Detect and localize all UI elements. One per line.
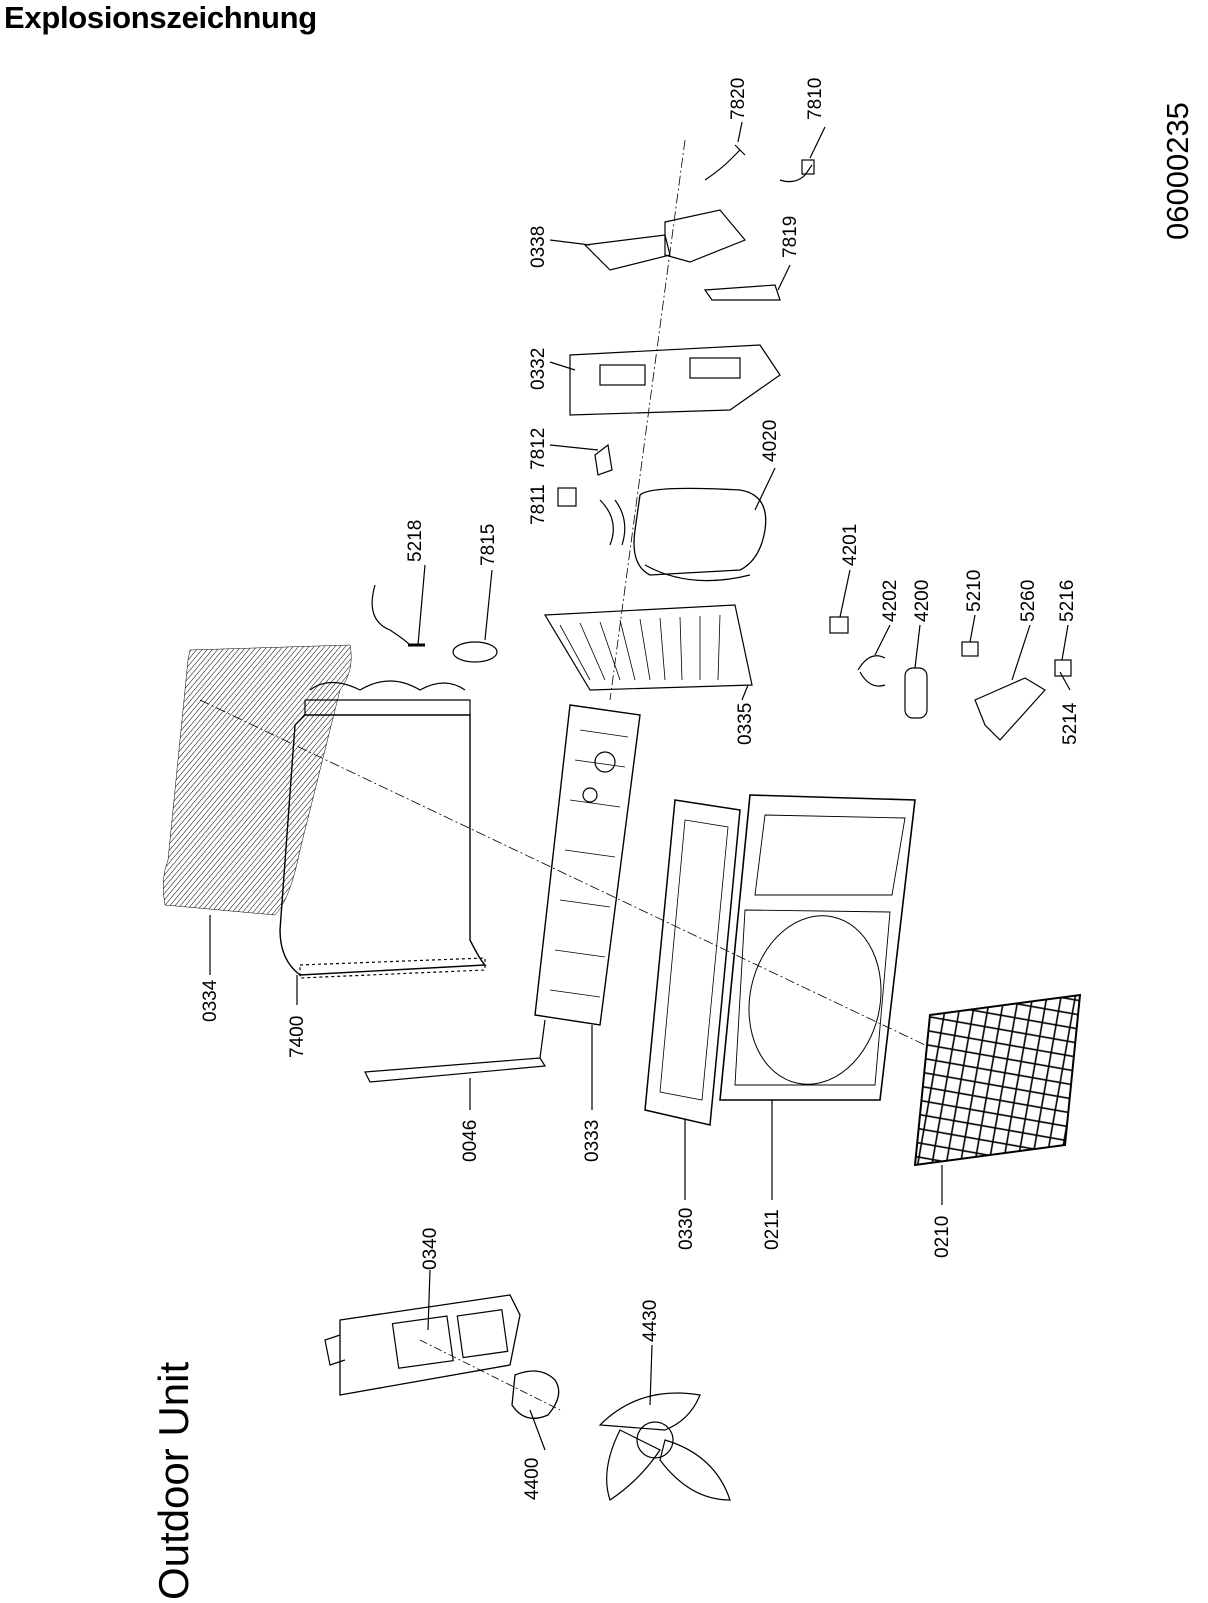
callout-4400: 4400: [522, 1457, 543, 1500]
leader-5214: [1059, 671, 1071, 691]
callout-7811: 7811: [528, 484, 549, 525]
valve-7812-shape: [594, 443, 613, 476]
center-axis-fan: [419, 1339, 561, 1411]
callout-5210: 5210: [964, 569, 985, 612]
callout-4200: 4200: [912, 579, 933, 622]
callout-4020: 4020: [760, 419, 781, 462]
motor-bracket-shape: [339, 1294, 521, 1396]
compressor-shape: [633, 487, 767, 576]
callout-0046: 0046: [460, 1119, 481, 1162]
leader-4400: [529, 1409, 546, 1451]
leader-0340: [427, 1269, 431, 1331]
base-pan-shape: [534, 704, 641, 1026]
capacitor-4200-shape: [904, 667, 928, 719]
callout-0210: 0210: [932, 1215, 953, 1258]
part-4201-shape: [829, 616, 849, 634]
leader-7815: [484, 569, 493, 641]
callout-7810: 7810: [805, 77, 826, 120]
leader-7812: [549, 444, 599, 451]
fan-grille-shape: [913, 993, 1082, 1167]
leader-5260: [1011, 624, 1031, 681]
callout-0334: 0334: [200, 979, 221, 1022]
callout-0340: 0340: [420, 1227, 441, 1270]
callout-5260: 5260: [1018, 579, 1039, 622]
rear-grille-shape: [162, 644, 352, 916]
leader-7810: [809, 126, 826, 159]
callout-5214: 5214: [1060, 702, 1081, 745]
leader-5218: [417, 564, 426, 646]
callout-0333: 0333: [582, 1119, 603, 1162]
side-bracket-shape: [364, 1057, 547, 1083]
valve-7820-shape: [704, 144, 746, 181]
callout-7400: 7400: [287, 1015, 308, 1058]
leader-7819: [777, 264, 791, 291]
callout-7812: 7812: [528, 427, 549, 470]
front-frame-shape: [644, 799, 741, 1126]
valve-7810-shape: [779, 164, 813, 183]
callout-4202: 4202: [880, 579, 901, 622]
center-axis-upper: [609, 139, 686, 701]
bracket-5260-shape: [974, 677, 1046, 741]
page-title: Explosionszeichnung: [4, 0, 317, 35]
leader-5210: [969, 614, 976, 643]
callout-5216: 5216: [1057, 579, 1078, 622]
callout-0338: 0338: [528, 225, 549, 268]
callout-5218: 5218: [405, 519, 426, 562]
callout-4430: 4430: [640, 1299, 661, 1342]
leader-0338: [549, 239, 591, 246]
front-panel-shape: [719, 794, 916, 1101]
callout-7815: 7815: [478, 523, 499, 566]
part-5216-shape: [1054, 659, 1072, 677]
top-cover-shape: [583, 234, 671, 271]
small-bracket-shape: [703, 284, 781, 301]
callout-0332: 0332: [528, 347, 549, 390]
leader-7820: [737, 121, 743, 143]
leader-4020: [754, 467, 776, 511]
callout-0335: 0335: [735, 702, 756, 745]
leader-0335: [741, 684, 749, 701]
fan-blade-shape: [598, 1392, 701, 1431]
callout-0211: 0211: [762, 1209, 783, 1250]
part-7811-shape: [557, 487, 577, 507]
callout-7820: 7820: [728, 77, 749, 120]
leader-4200: [914, 624, 921, 669]
leader-4201: [839, 569, 851, 618]
leader-4430: [649, 1344, 653, 1406]
callout-4201: 4201: [840, 523, 861, 566]
leader-4202: [874, 624, 891, 656]
fan-motor-shape: [511, 1370, 560, 1419]
leader-5216: [1061, 624, 1069, 661]
partition-shape: [543, 604, 753, 691]
service-panel-shape: [569, 344, 781, 416]
coil-7815-shape: [452, 641, 498, 663]
sensor-cable-shape: [371, 584, 411, 646]
callout-0330: 0330: [676, 1207, 697, 1250]
part-4202-shape: [857, 655, 886, 687]
leader-0332: [549, 361, 576, 371]
callout-7819: 7819: [780, 215, 801, 258]
condenser-coil-shape: [279, 714, 487, 976]
part-5210-shape: [961, 641, 979, 657]
